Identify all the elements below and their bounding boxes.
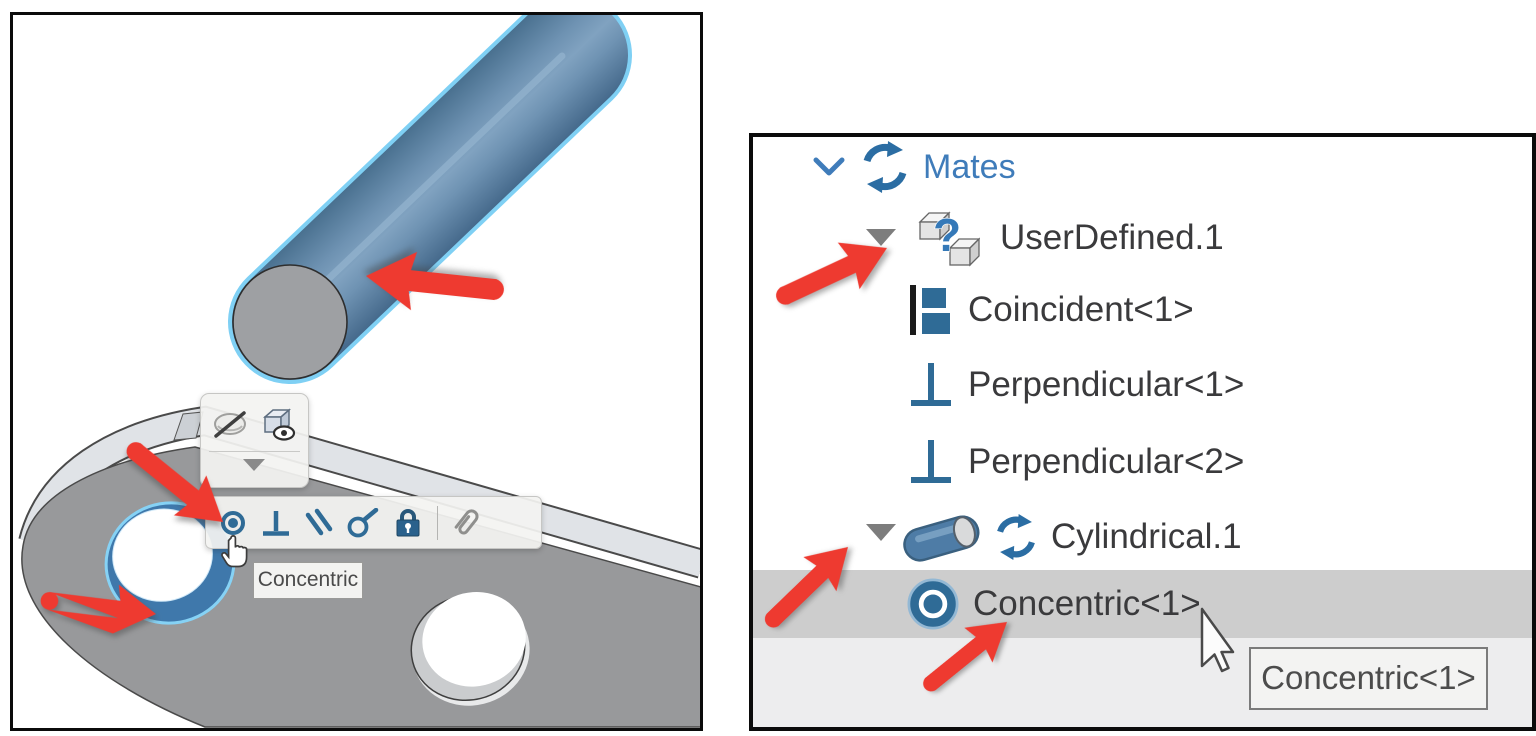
tree-node-label: Perpendicular<1> [968, 365, 1245, 404]
selected-row-highlight [753, 570, 1532, 638]
tangent-mate-icon[interactable] [347, 507, 379, 538]
tree-node-concentric[interactable]: Concentric<1> [905, 576, 1201, 632]
scene-3d [18, 15, 700, 728]
cylinder-highlight-streak [294, 52, 566, 312]
tree-node-label: Cylindrical.1 [1051, 517, 1242, 556]
parallel-mate-icon[interactable] [304, 508, 334, 538]
perpendicular-mate-icon [906, 359, 956, 411]
tree-node-coincident[interactable]: Coincident<1> [908, 282, 1194, 338]
expander-triangle-cylindrical[interactable] [866, 524, 896, 542]
mates-icon [993, 514, 1039, 560]
chevron-down-icon[interactable] [811, 155, 847, 179]
context-toolbar-view [200, 393, 309, 488]
svg-text:?: ? [933, 209, 961, 261]
viewport-3d: Concentric [10, 12, 703, 731]
tree-node-perpendicular-1[interactable]: Perpendicular<1> [906, 357, 1244, 413]
mates-icon [859, 141, 911, 193]
expander-triangle-userdefined[interactable] [866, 229, 896, 247]
tooltip: Concentric [253, 562, 363, 599]
user-defined-mate-icon: ? [918, 208, 980, 268]
show-hidden-icon[interactable] [259, 408, 297, 442]
tree-node-cylindrical[interactable]: Cylindrical.1 [901, 509, 1242, 565]
cylinder-body[interactable] [228, 15, 632, 384]
tree-node-label: Concentric<1> [973, 584, 1201, 623]
more-commands-icon[interactable] [242, 458, 266, 472]
context-toolbar-mates [205, 496, 542, 549]
toolbar-divider [209, 451, 300, 452]
perpendicular-mate-icon[interactable] [261, 508, 291, 538]
tree-node-userdefined[interactable]: ? UserDefined.1 [918, 208, 1224, 268]
coincident-mate-icon [908, 283, 954, 337]
cylindrical-mate-icon [901, 511, 985, 563]
tree-node-label: Mates [923, 147, 1016, 186]
cylinder-surface [232, 15, 628, 380]
tree-node-mates[interactable]: Mates [811, 139, 1016, 195]
plate-right-hole[interactable] [400, 581, 542, 718]
tree-node-label: Coincident<1> [968, 290, 1194, 329]
hide-icon[interactable] [213, 410, 249, 440]
toolbar-divider [437, 505, 438, 540]
cylinder-end-face [232, 264, 348, 380]
concentric-mate-icon [905, 576, 961, 632]
tree-node-label: Perpendicular<2> [968, 442, 1245, 481]
attach-icon[interactable] [451, 507, 483, 539]
right-hole-opening [422, 591, 526, 687]
concentric-mate-icon[interactable] [218, 508, 248, 538]
tooltip: Concentric<1> [1249, 647, 1488, 710]
mates-tree-panel: Mates ? [749, 133, 1536, 731]
lock-mate-icon[interactable] [392, 507, 424, 538]
tree-node-perpendicular-2[interactable]: Perpendicular<2> [906, 434, 1244, 490]
perpendicular-mate-icon [906, 436, 956, 488]
tree-node-label: UserDefined.1 [1000, 218, 1224, 257]
